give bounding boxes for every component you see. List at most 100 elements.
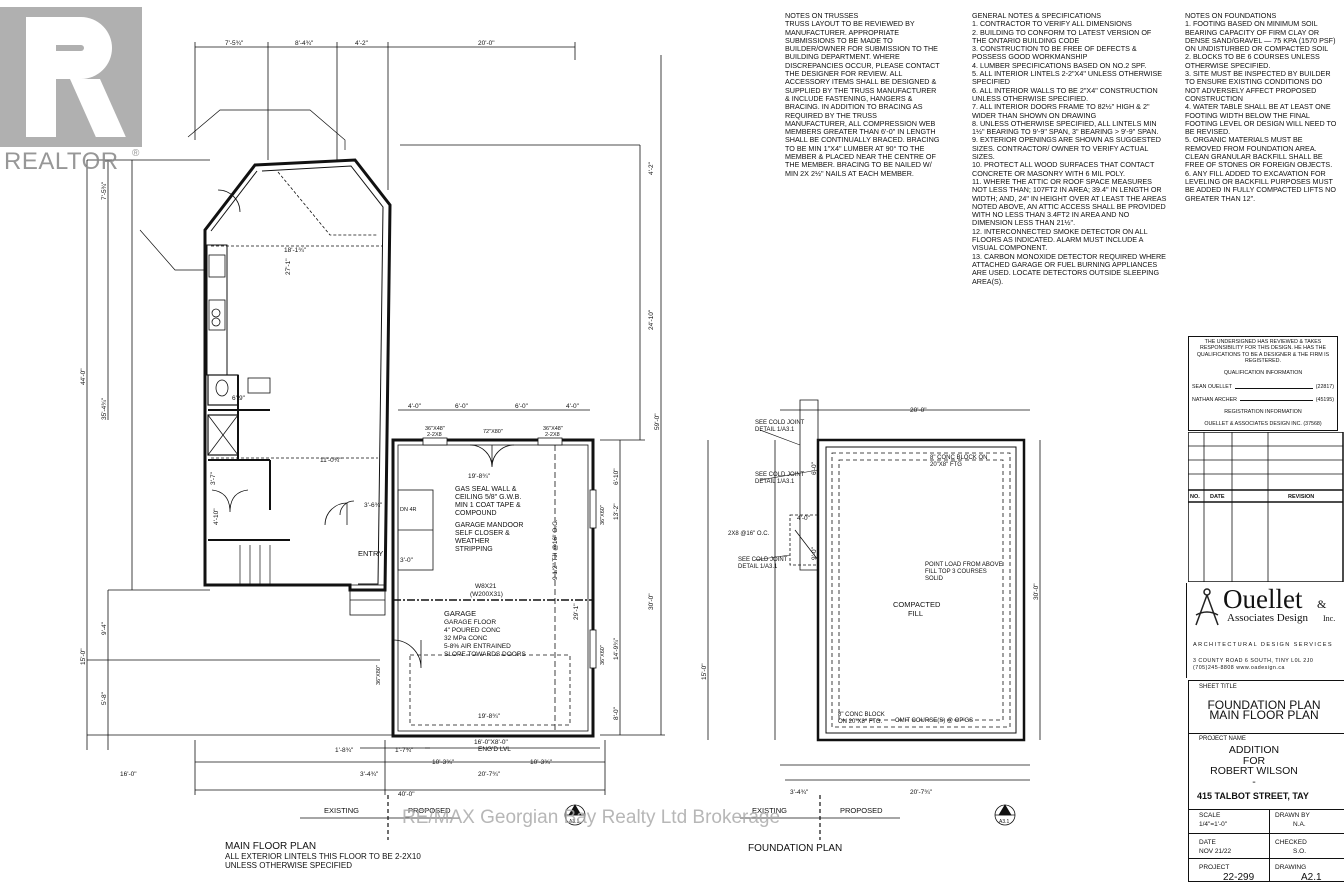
compass-logo-icon — [1195, 588, 1219, 626]
dim-bot-7: 10'-3¾" — [530, 759, 553, 766]
fdn-fill-1: COMPACTED — [893, 600, 941, 609]
dim-win-2: 6'-0" — [455, 403, 469, 410]
fdn-dim-bot-left: 3'-4¾" — [790, 789, 809, 796]
foundation-note-4: 4. WATER TABLE SHALL BE AT LEAST ONE FOO… — [1185, 102, 1337, 137]
revision-col-no: NO. — [1190, 494, 1200, 500]
project-no-label: PROJECT — [1199, 864, 1230, 871]
qualified-person-1-id: (22817) — [1315, 384, 1334, 391]
main-floor-subtitle-2: UNLESS OTHERWISE SPECIFIED — [225, 861, 352, 870]
sheet-title-1: FOUNDATION PLAN — [1207, 698, 1321, 712]
fdn-point-load-note: POINT LOAD FROM ABOVE FILL TOP 3 COURSES… — [925, 562, 1003, 582]
garage-joist-note: 9 1/2" TJI @16" O.C. — [552, 519, 559, 580]
fdn-dim-bottom: 20'-7¾" — [910, 789, 933, 796]
dim-left-a: 7'-5¾" — [101, 181, 108, 200]
realtor-logo-text: REALTOR — [4, 148, 119, 175]
proposed-label-2: PROPOSED — [840, 806, 883, 815]
project-line-1: ADDITION — [1228, 744, 1280, 756]
window-tag-4: 36"X60" — [600, 505, 606, 525]
garage-floor-5: SLOPE TOWARDS DOORS — [444, 651, 527, 658]
main-floor-title: MAIN FLOOR PLAN — [225, 841, 317, 852]
fdn-dim-left-d: 15'-0" — [701, 663, 708, 680]
title-block: SHEET TITLE FOUNDATION PLAN MAIN FLOOR P… — [1188, 680, 1344, 882]
fdn-block-bottom-note: 8" CONC BLOCK ON 20"X8" FTG. — [838, 712, 885, 725]
dim-room-4: 6'-9" — [232, 395, 246, 402]
date-value: NOV 21/22 — [1199, 848, 1232, 855]
fdn-block-top-note: 8" CONC BLOCK ON 20"X8" FTG — [930, 455, 988, 468]
dim-garage-r1: 13'-2" — [613, 503, 620, 520]
dim-left-b: 35'-4¾" — [101, 397, 108, 420]
dim-room-6: 4'-10" — [213, 508, 220, 525]
dim-left-overall: 44'-0" — [80, 368, 87, 385]
garage-floor-2: 4" POURED CONC — [444, 627, 501, 634]
dim-room-2: 27'-1" — [285, 258, 292, 275]
foundation-title: FOUNDATION PLAN — [748, 843, 843, 854]
dim-win-1: 4'-0" — [408, 403, 422, 410]
drawing-label: DRAWING — [1275, 864, 1307, 871]
fdn-fill-2: FILL — [908, 609, 923, 618]
foundation-notes: NOTES ON FOUNDATIONS 1. FOOTING BASED ON… — [1185, 11, 1337, 203]
garage-floor-1: GARAGE FLOOR — [444, 619, 496, 626]
foundation-note-1: 1. FOOTING BASED ON MINIMUM SOIL BEARING… — [1185, 19, 1336, 54]
dim-garage-r4: 6'-10" — [613, 468, 620, 485]
revision-table: NO. DATE REVISION — [1188, 432, 1344, 582]
project-line-3: ROBERT WILSON — [1210, 765, 1298, 777]
dim-right-c: 30'-0" — [648, 593, 655, 610]
cold-joint-note-3: SEE COLD JOINT DETAIL 1/A3.1 — [738, 557, 788, 570]
truss-notes-body: TRUSS LAYOUT TO BE REVIEWED BY MANUFACTU… — [785, 19, 940, 178]
company-name-2: Associates Design — [1227, 612, 1308, 624]
garage-label: GARAGE — [444, 609, 476, 618]
project-line-2: FOR — [1242, 754, 1266, 767]
general-note-7: 7. ALL INTERIOR DOORS FRAME TO 82½" HIGH… — [972, 102, 1150, 120]
company-contact: (705)245-8808 www.oadesign.ca — [1193, 665, 1285, 671]
project-line-4: - — [1252, 775, 1256, 788]
general-note-1: 1. CONTRACTOR TO VERIFY ALL DIMENSIONS — [972, 19, 1132, 29]
dim-bot-6: 10'-3¾" — [432, 759, 455, 766]
general-note-4: 4. LUMBER SPECIFICATIONS BASED ON NO.2 S… — [972, 60, 1147, 70]
date-label: DATE — [1199, 839, 1216, 846]
dim-garage-in: 19'-8¾" — [478, 713, 501, 720]
dim-right-a: 24'-10" — [648, 309, 655, 330]
brokerage-watermark: RE/MAX Georgian Bay Realty Ltd Brokerage — [402, 807, 781, 828]
fdn-dim-left-b: 9'-0" — [811, 546, 818, 560]
dim-bot-5: 1'-7¾" — [395, 747, 414, 754]
window-lintel-3: 2-2X8 — [545, 432, 560, 438]
foundation-note-3: 3. SITE MUST BE INSPECTED BY BUILDER TO … — [1185, 69, 1331, 103]
dim-win-3: 6'-0" — [515, 403, 529, 410]
garage-floor-3: 32 MPa CONC — [444, 635, 488, 642]
drawn-label: DRAWN BY — [1275, 812, 1310, 819]
realtor-logo-icon — [0, 7, 142, 147]
company-name-1: Ouellet — [1223, 584, 1303, 614]
window-tag-6: 36"X80" — [376, 665, 382, 685]
registration-heading: REGISTRATION INFORMATION — [1224, 409, 1302, 416]
fdn-joist-note: 2X8 @16" O.C. — [728, 531, 770, 537]
dim-room-7: 3'-6¾" — [364, 502, 383, 509]
qualified-person-2: NATHAN ARCHER — [1192, 396, 1237, 403]
window-tag-3: 36"X48" — [543, 426, 563, 432]
dim-top-1: 7'-5¾" — [225, 40, 244, 47]
window-tag-1: 36"X48" — [425, 426, 445, 432]
garage-floor-4: 5-8% AIR ENTRAINED — [444, 643, 511, 650]
project-address: 415 TALBOT STREET, TAY — [1197, 791, 1309, 801]
company-inc: Inc. — [1323, 614, 1336, 623]
scale-row: SCALE 1/4"=1'-0" DRAWN BY N.A. — [1189, 809, 1344, 834]
dim-garage-r3: 8'-0" — [613, 706, 620, 720]
project-name-lines: ADDITION FOR ROBERT WILSON - — [1189, 745, 1319, 787]
dim-garage-w: 19'-8¾" — [468, 473, 491, 480]
dim-win-4: 4'-0" — [566, 403, 580, 410]
project-name-cell: PROJECT NAME ADDITION FOR ROBERT WILSON … — [1189, 733, 1344, 810]
proposed-label-1: PROPOSED — [408, 806, 451, 815]
garage-mandoor-note: GARAGE MANDOOR SELF CLOSER & WEATHER STR… — [455, 522, 524, 553]
foundation-note-2: 2. BLOCKS TO BE 6 COURSES UNLESS OTHERWI… — [1185, 52, 1320, 70]
dim-garage-r2: 14'-9¾" — [613, 637, 620, 660]
checked-value: S.O. — [1293, 848, 1307, 855]
foundation-notes-heading: NOTES ON FOUNDATIONS — [1185, 11, 1277, 20]
foundation-note-5: 5. ORGANIC MATERIALS MUST BE REMOVED FRO… — [1185, 135, 1333, 170]
sheet-title-label: SHEET TITLE — [1199, 684, 1237, 690]
registered-firm: OUELLET & ASSOCIATES DESIGN INC. (37568) — [1204, 421, 1322, 428]
scale-value: 1/4"=1'-0" — [1199, 821, 1228, 828]
drawing-value: A2.1 — [1301, 872, 1322, 882]
cold-joint-note-1: SEE COLD JOINT DETAIL 1/A3.1 — [755, 420, 805, 433]
project-row: PROJECT 22-299 DRAWING A2.1 — [1189, 858, 1344, 882]
